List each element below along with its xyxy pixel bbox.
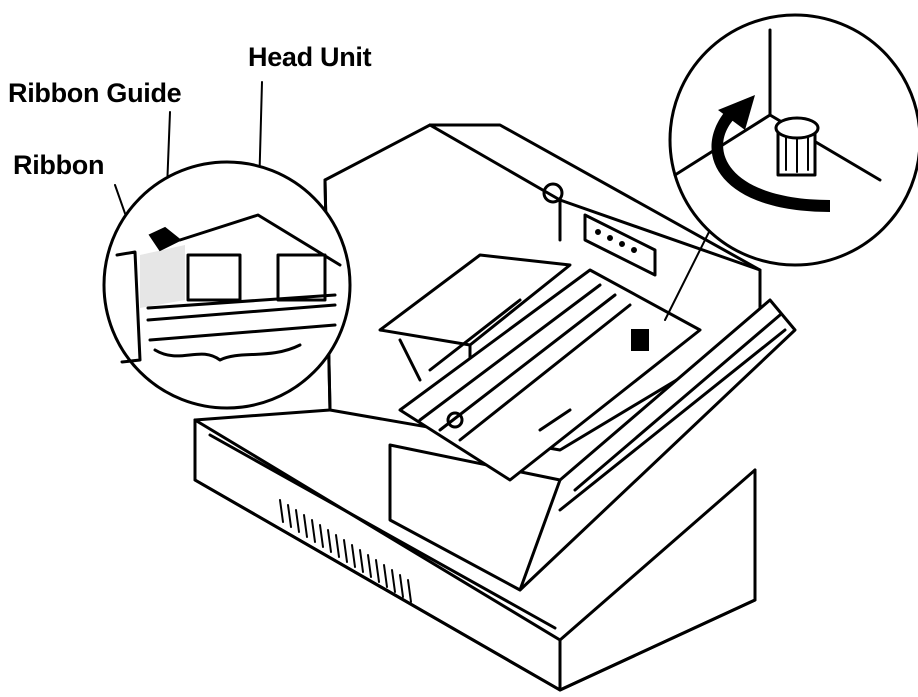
label-ribbon: Ribbon bbox=[13, 150, 105, 180]
indicator-panel bbox=[583, 213, 657, 277]
interior-mechanism bbox=[398, 268, 702, 482]
label-head-unit: Head Unit bbox=[248, 42, 372, 72]
open-cover bbox=[388, 298, 797, 592]
magnifier-right bbox=[668, 13, 918, 267]
magnifier-left bbox=[102, 160, 352, 410]
vent-slots bbox=[279, 499, 412, 603]
printer-base bbox=[193, 418, 757, 692]
label-ribbon-guide: Ribbon Guide bbox=[8, 78, 182, 108]
